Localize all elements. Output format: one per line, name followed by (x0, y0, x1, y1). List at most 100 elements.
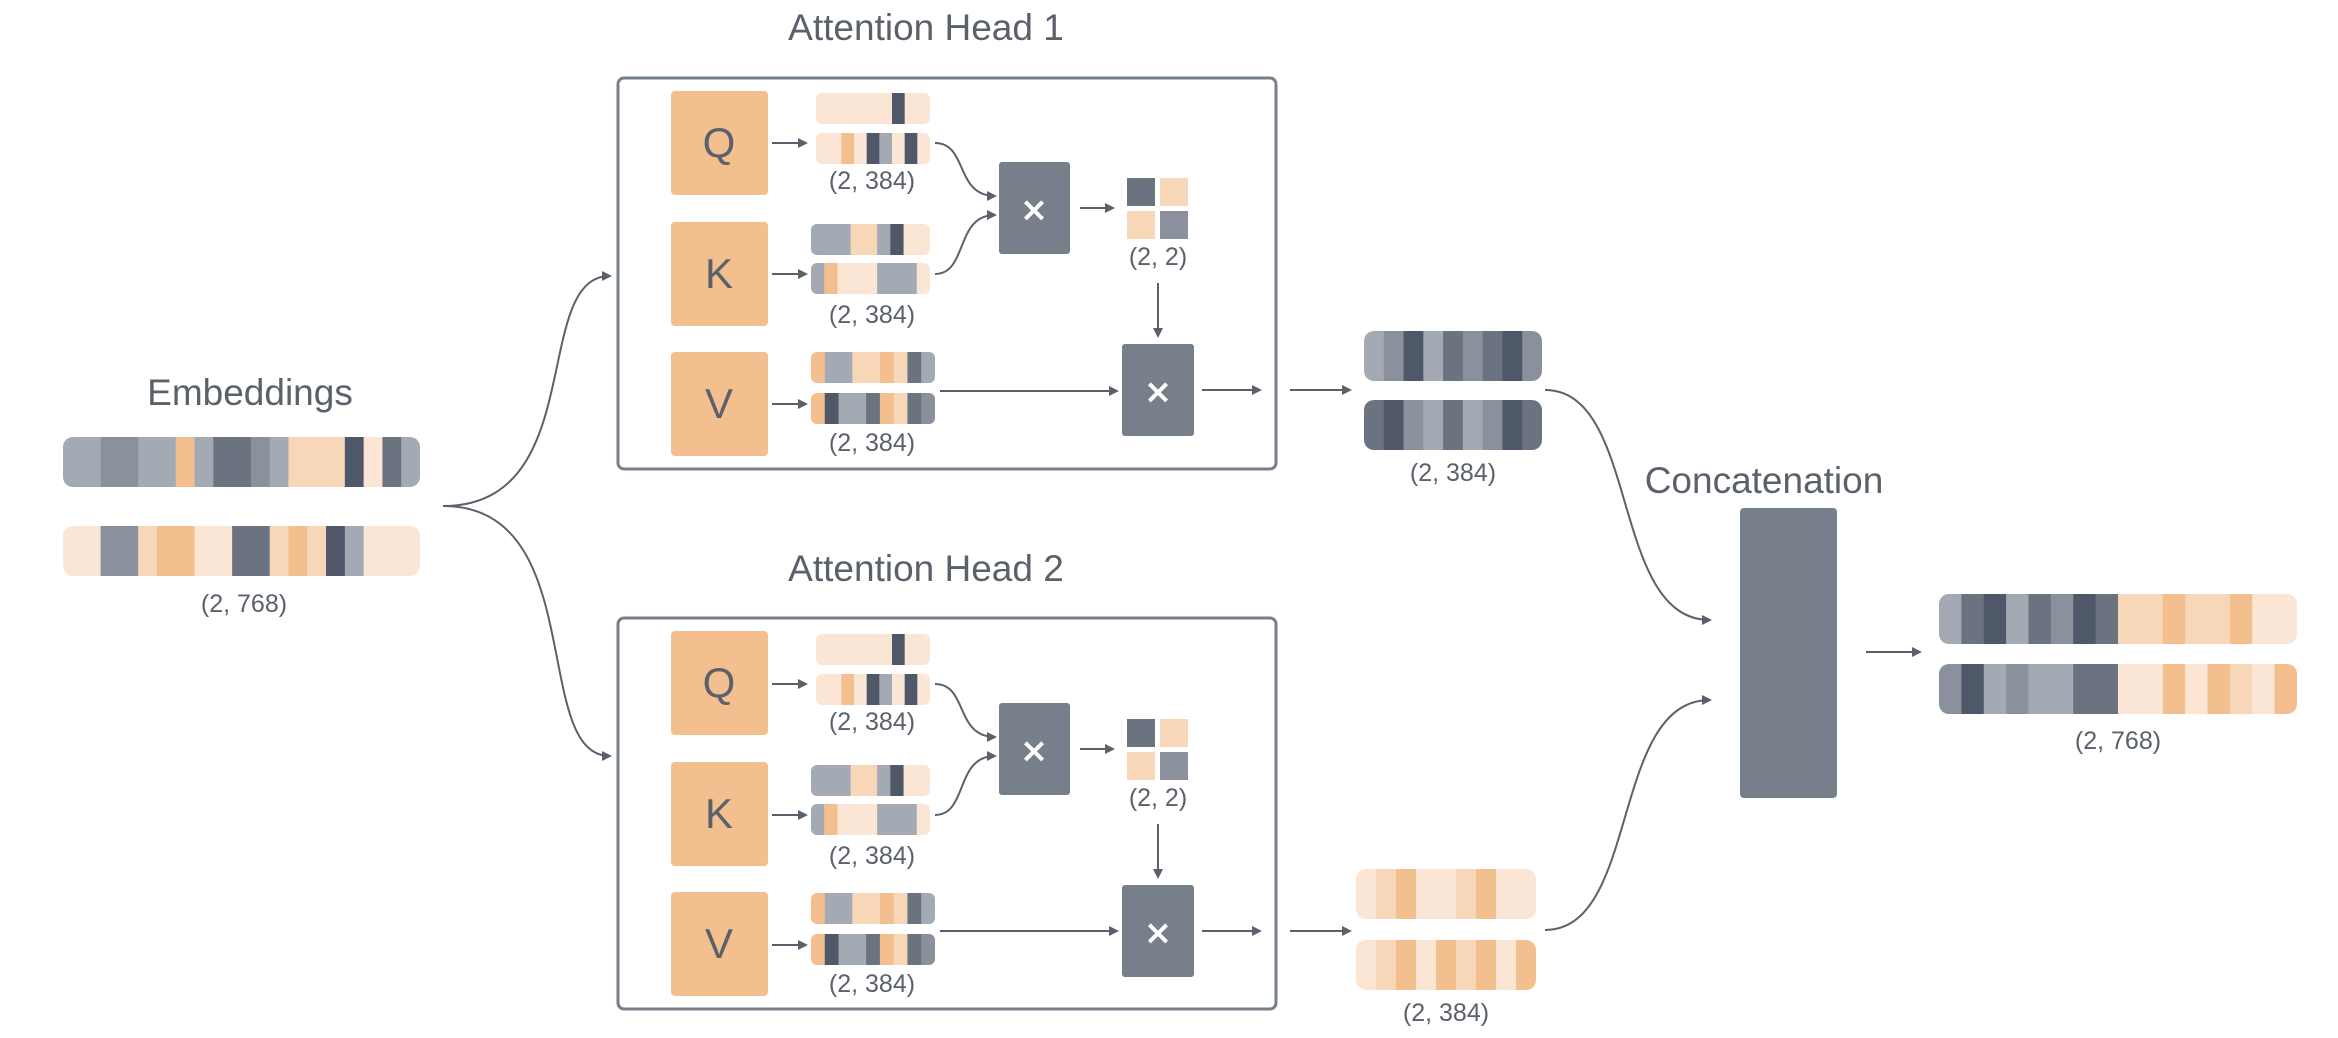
tensor-cell (907, 393, 922, 424)
tensor-cell (811, 893, 826, 924)
tensor-cell (2185, 594, 2209, 644)
head-1-v-row-2 (811, 393, 935, 424)
tensor-cell (100, 437, 120, 487)
head-1-frame (616, 76, 1278, 471)
tensor-cell (288, 526, 308, 576)
tensor-cell (852, 893, 867, 924)
tensor-cell (156, 526, 177, 576)
head-1-sv-multiply-op (1122, 344, 1194, 436)
tensor-cell (1476, 869, 1497, 919)
head-1-v-row-1 (811, 352, 935, 383)
tensor-cell (907, 934, 922, 965)
split-arrow-head1 (442, 271, 612, 507)
tensor-cell (63, 437, 83, 487)
embeddings-row-2 (63, 526, 420, 576)
tensor-cell (893, 352, 909, 383)
tensor-cell (2006, 594, 2030, 644)
tensor-cell (2252, 594, 2276, 644)
head-2-q-shape: (2, 384) (829, 708, 915, 736)
head-1-output-row-1 (1364, 331, 1542, 381)
head-1-to-concat-arrow (1544, 389, 1712, 625)
tensor-cell (879, 893, 895, 924)
tensor-cell (824, 224, 839, 255)
tensor-cell (2185, 664, 2209, 714)
tensor-cell (892, 93, 906, 124)
tensor-cell (1356, 869, 1377, 919)
tensor-cell (1983, 664, 2007, 714)
tensor-cell (194, 437, 214, 487)
head-2-score-cell (1160, 752, 1188, 780)
tensor-cell (921, 934, 935, 965)
tensor-cell (866, 634, 880, 665)
tensor-cell (1502, 400, 1523, 450)
tensor-cell (903, 804, 918, 835)
head-1-output-row-2 (1364, 400, 1542, 450)
tensor-cell (890, 224, 905, 255)
tensor-cell (824, 804, 839, 835)
tensor-cell (363, 526, 384, 576)
tensor-cell (2274, 594, 2297, 644)
tensor-cell (2162, 664, 2186, 714)
tensor-cell (852, 934, 867, 965)
tensor-cell (156, 437, 177, 487)
head-1-k-row-2 (811, 263, 930, 294)
tensor-cell (841, 674, 855, 705)
head-2-v-row-1 (811, 893, 935, 924)
embeddings-matrix (63, 437, 420, 576)
tensor-cell (232, 526, 252, 576)
tensor-cell (2073, 594, 2097, 644)
final-output-row-2 (1939, 664, 2297, 714)
tensor-cell (824, 934, 840, 965)
tensor-cell (2229, 664, 2253, 714)
tensor-cell (866, 133, 880, 164)
tensor-cell (2229, 594, 2253, 644)
tensor-cell (326, 437, 346, 487)
head-2-frame (616, 616, 1278, 1011)
tensor-cell (401, 526, 420, 576)
tensor-cell (1476, 940, 1497, 990)
tensor-cell (811, 352, 826, 383)
head-2-output-matrix (1356, 869, 1536, 990)
head-2-title: Attention Head 2 (788, 548, 1064, 589)
tensor-cell (879, 93, 893, 124)
tensor-cell (250, 437, 271, 487)
head-1-v-shape: (2, 384) (829, 429, 915, 457)
tensor-cell (828, 634, 842, 665)
tensor-cell (838, 893, 853, 924)
tensor-cell (382, 437, 402, 487)
tensor-cell (921, 352, 935, 383)
tensor-cell (1376, 940, 1397, 990)
head-1-v-matrix (811, 352, 935, 424)
tensor-cell (837, 765, 852, 796)
concatenation-op (1740, 508, 1837, 798)
tensor-cell (2207, 664, 2231, 714)
tensor-cell (1364, 400, 1385, 450)
tensor-cell (2207, 594, 2231, 644)
tensor-cell (1462, 331, 1484, 381)
tensor-cell (828, 93, 842, 124)
tensor-cell (2006, 664, 2030, 714)
tensor-cell (1423, 331, 1444, 381)
tensor-cell (917, 674, 930, 705)
head-1-title: Attention Head 1 (788, 7, 1064, 48)
tensor-cell (811, 934, 826, 965)
tensor-cell (1396, 940, 1417, 990)
tensor-cell (828, 133, 842, 164)
tensor-cell (1456, 869, 1477, 919)
tensor-cell (2162, 594, 2186, 644)
head-1-sv-multiply-symbol: × (1144, 372, 1173, 412)
tensor-cell (816, 93, 830, 124)
tensor-cell (904, 674, 918, 705)
head-2-k-matrix (811, 765, 930, 835)
head-1-q-shape: (2, 384) (829, 167, 915, 195)
tensor-cell (2274, 664, 2297, 714)
head-1-score-cell (1127, 178, 1155, 206)
head-1-k-to-mult-arrow (934, 210, 997, 275)
tensor-cell (2050, 594, 2074, 644)
tensor-cell (811, 765, 825, 796)
tensor-cell (1443, 400, 1464, 450)
tensor-cell (269, 526, 290, 576)
tensor-cell (904, 634, 918, 665)
head-2-v-matrix (811, 893, 935, 965)
